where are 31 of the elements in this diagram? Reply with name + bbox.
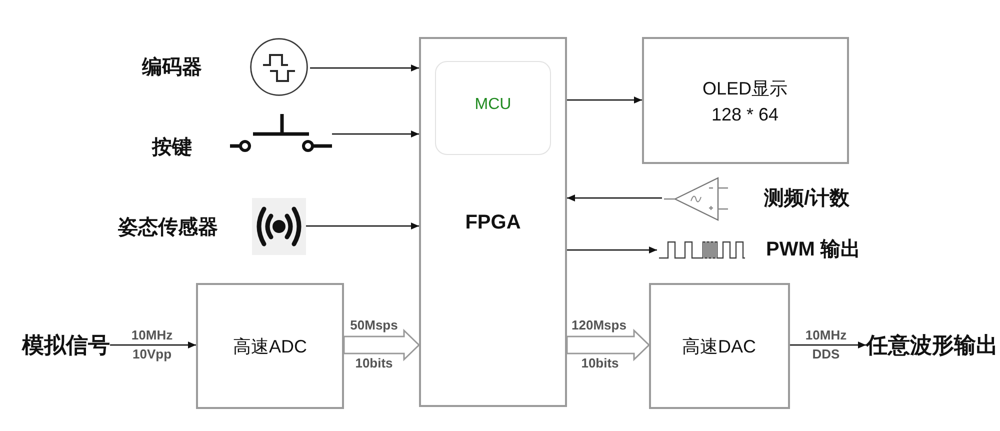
arrow bbox=[567, 246, 657, 254]
signal-label: 模拟信号 bbox=[22, 332, 110, 358]
module-label: 128 * 64 bbox=[711, 104, 779, 126]
edge-label: 50Msps bbox=[349, 318, 399, 334]
spec-label: 10Vpp bbox=[132, 348, 172, 362]
module-label: FPGA bbox=[465, 212, 521, 234]
module-label: OLED显示 bbox=[702, 78, 788, 100]
item-label: 按键 bbox=[152, 136, 192, 160]
module-label: MCU bbox=[474, 96, 512, 114]
arrow bbox=[567, 194, 662, 202]
block-arrow bbox=[566, 328, 650, 362]
arrow bbox=[332, 130, 419, 138]
rounded-panel bbox=[435, 61, 551, 155]
arrow bbox=[790, 342, 866, 348]
module-box bbox=[419, 37, 567, 407]
arrow bbox=[567, 96, 642, 104]
item-label: 编码器 bbox=[142, 56, 202, 80]
module-box bbox=[649, 283, 790, 409]
module-label: 高速ADC bbox=[233, 336, 307, 358]
arrow bbox=[310, 64, 419, 72]
signal-label: 任意波形输出 bbox=[866, 332, 998, 358]
module-box bbox=[642, 37, 849, 164]
item-label: 测频/计数 bbox=[764, 188, 850, 210]
arrow bbox=[306, 222, 419, 230]
block-arrow bbox=[343, 328, 420, 362]
item-label: PWM 输出 bbox=[766, 238, 860, 262]
arrow bbox=[110, 342, 196, 348]
item-label: 姿态传感器 bbox=[118, 216, 218, 240]
module-label: 高速DAC bbox=[682, 336, 756, 358]
edge-label: 120Msps bbox=[570, 318, 628, 334]
module-box bbox=[196, 283, 344, 409]
